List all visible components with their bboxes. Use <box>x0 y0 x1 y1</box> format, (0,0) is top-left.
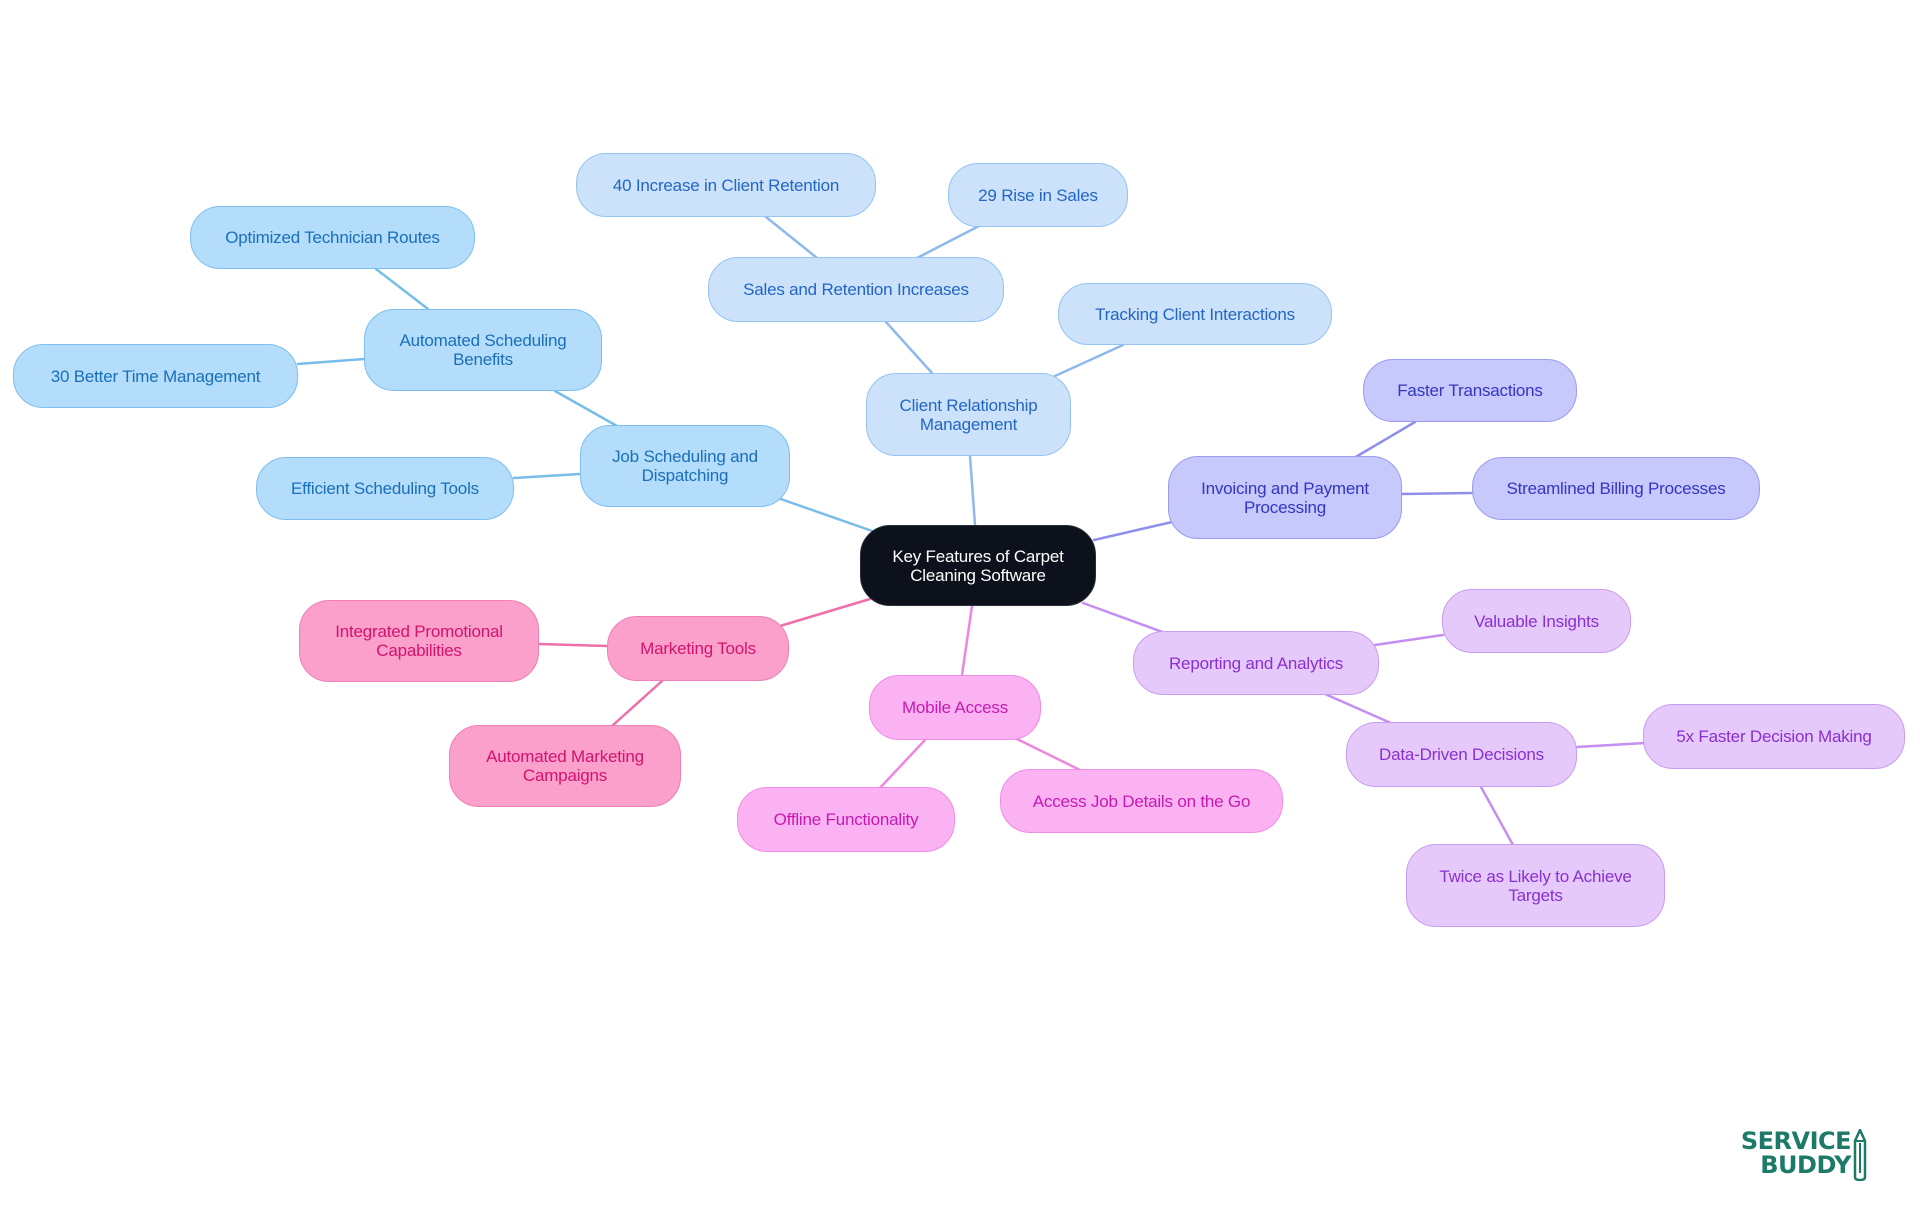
edge-root-marketing <box>778 597 872 628</box>
node-better-time[interactable]: 30 Better Time Management <box>13 344 298 408</box>
node-label: Twice as Likely to Achieve <box>1439 866 1632 886</box>
node-label: Processing <box>1243 497 1327 517</box>
node-rise-sales[interactable]: 29 Rise in Sales <box>948 163 1128 227</box>
edge-job-efficient <box>512 472 582 480</box>
root-label-line2: Cleaning Software <box>910 565 1046 585</box>
edge-root-crm <box>968 454 977 527</box>
node-label: 5x Faster Decision Making <box>1676 727 1872 746</box>
node-label: Integrated Promotional <box>335 622 503 641</box>
node-faster-decision[interactable]: 5x Faster Decision Making <box>1643 704 1905 769</box>
edge-root-mobile <box>960 604 974 677</box>
node-sales-retention[interactable]: Sales and Retention Increases <box>708 257 1004 322</box>
node-efficient-scheduling[interactable]: Efficient Scheduling Tools <box>256 457 514 520</box>
node-label: Tracking Client Interactions <box>1095 304 1295 324</box>
node-label: Automated Scheduling <box>399 331 567 350</box>
edge-sales-retention <box>764 215 819 260</box>
edge-automated-better-time <box>296 357 366 366</box>
edge-automated-optimized <box>374 267 430 311</box>
node-label: Streamlined Billing Processes <box>1506 479 1726 498</box>
edge-marketing-automated <box>610 679 664 728</box>
edge-sales-rise <box>915 224 981 260</box>
node-label: Marketing Tools <box>640 639 756 658</box>
edge-crm-sales <box>884 320 934 375</box>
node-data-driven[interactable]: Data-Driven Decisions <box>1346 722 1577 787</box>
node-label: Job Scheduling and <box>612 447 758 466</box>
node-faster-transactions[interactable]: Faster Transactions <box>1363 359 1577 422</box>
pencil-icon <box>1853 1129 1867 1181</box>
node-label: Benefits <box>453 350 513 369</box>
node-streamlined-billing[interactable]: Streamlined Billing Processes <box>1472 457 1760 520</box>
node-label: 29 Rise in Sales <box>978 185 1098 205</box>
node-marketing[interactable]: Marketing Tools <box>607 616 789 681</box>
node-label: Mobile Access <box>901 698 1009 717</box>
node-label: Faster Transactions <box>1397 381 1543 400</box>
node-reporting[interactable]: Reporting and Analytics <box>1133 631 1379 695</box>
edge-root-job-scheduling <box>773 495 877 534</box>
node-label: Reporting and Analytics <box>1168 653 1343 673</box>
node-label: Dispatching <box>641 466 729 485</box>
edge-job-automated <box>553 389 619 428</box>
edge-invoicing-faster <box>1352 420 1417 460</box>
node-label: Valuable Insights <box>1474 611 1599 631</box>
edge-root-reporting <box>1081 601 1170 636</box>
node-valuable-insights[interactable]: Valuable Insights <box>1442 589 1631 653</box>
edge-reporting-data <box>1323 692 1395 726</box>
node-label: Automated Marketing <box>486 747 644 766</box>
node-label: Efficient Scheduling Tools <box>291 479 479 498</box>
node-optimized-routes[interactable]: Optimized Technician Routes <box>190 206 475 269</box>
node-label: Management <box>919 414 1018 434</box>
node-access-job[interactable]: Access Job Details on the Go <box>1000 769 1283 833</box>
edge-crm-tracking <box>1053 343 1125 378</box>
logo-line1: SERVICE <box>1740 1127 1852 1155</box>
node-label: Access Job Details on the Go <box>1032 791 1251 811</box>
root-label-line1: Key Features of Carpet <box>892 546 1064 566</box>
edge-mobile-offline <box>876 738 927 792</box>
node-label: Sales and Retention Increases <box>743 280 969 299</box>
node-client-retention[interactable]: 40 Increase in Client Retention <box>576 153 876 217</box>
node-label: Client Relationship <box>899 395 1038 415</box>
node-label: Optimized Technician Routes <box>225 228 440 247</box>
node-mobile-access[interactable]: Mobile Access <box>869 675 1041 740</box>
edge-data-faster-decision <box>1575 741 1647 749</box>
edge-mobile-access <box>1015 737 1082 772</box>
node-label: Invoicing and Payment <box>1201 478 1369 498</box>
logo-line2: BUDDY <box>1760 1151 1851 1179</box>
node-label: 40 Increase in Client Retention <box>612 175 840 195</box>
node-label: 30 Better Time Management <box>50 366 261 386</box>
node-label: Targets <box>1508 885 1563 905</box>
node-offline[interactable]: Offline Functionality <box>737 787 955 852</box>
edge-data-twice <box>1479 785 1515 847</box>
edge-root-invoicing <box>1092 520 1174 542</box>
node-label: Data-Driven Decisions <box>1379 745 1544 764</box>
edge-reporting-insights <box>1373 633 1445 647</box>
edge-marketing-integrated <box>537 642 609 648</box>
node-tracking[interactable]: Tracking Client Interactions <box>1058 283 1332 345</box>
node-label: Capabilities <box>376 641 462 660</box>
node-label: Campaigns <box>522 766 608 785</box>
edge-invoicing-streamlined <box>1400 491 1474 496</box>
node-label: Offline Functionality <box>773 810 919 829</box>
